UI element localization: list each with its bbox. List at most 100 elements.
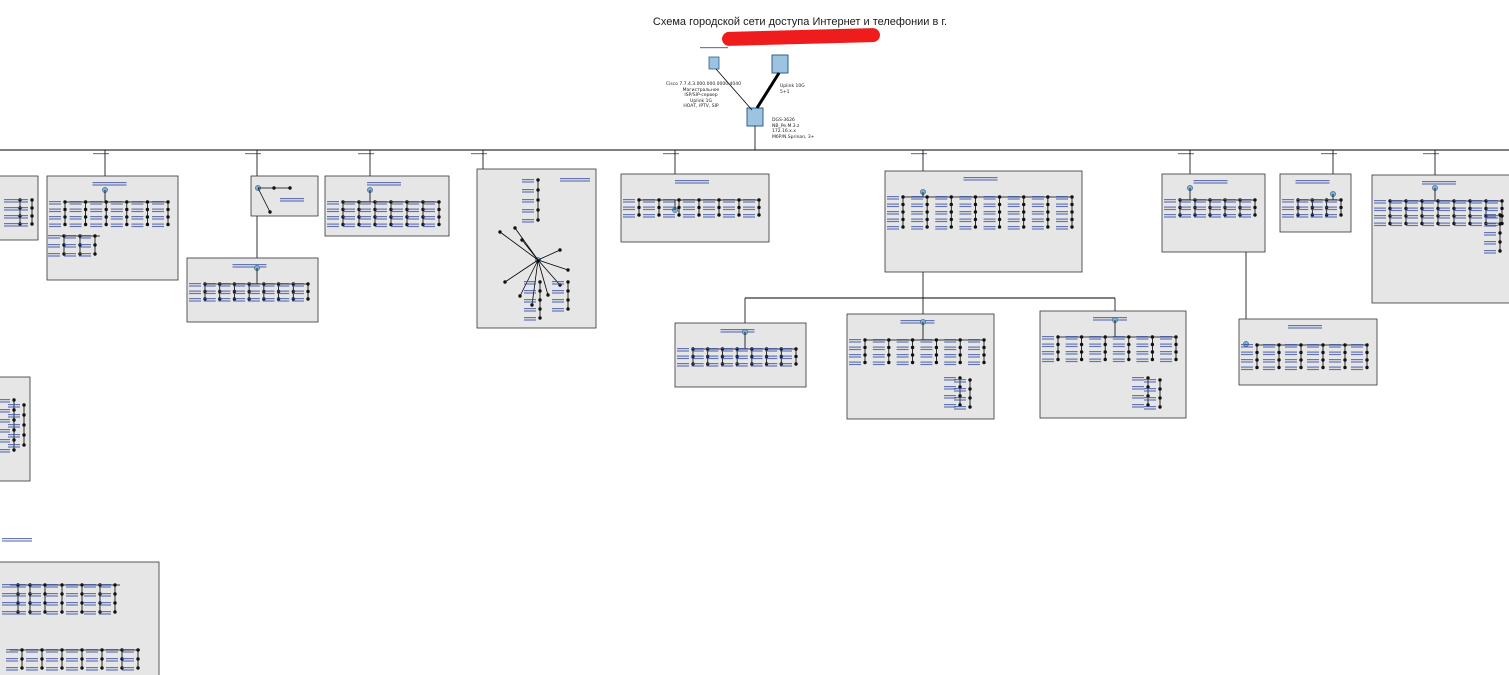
endpoint-icon <box>717 213 721 217</box>
label-text-mark <box>343 210 355 213</box>
label-text-mark <box>1406 222 1418 224</box>
label-text-mark <box>46 595 58 597</box>
label-text-mark <box>92 182 127 184</box>
label-text-mark <box>983 218 996 220</box>
label-text-mark <box>1282 206 1294 208</box>
label-text-mark <box>131 203 144 205</box>
endpoint-icon <box>1343 358 1347 362</box>
endpoint-icon <box>498 230 502 234</box>
label-text-mark <box>90 225 103 228</box>
label-text-mark <box>1484 252 1496 254</box>
label-text-mark <box>152 208 164 210</box>
endpoint-icon <box>30 222 34 226</box>
endpoint-icon <box>43 610 47 614</box>
endpoint-icon <box>1339 213 1343 217</box>
label-text-mark <box>1007 220 1020 223</box>
label-text-mark <box>280 198 304 200</box>
label-text-mark <box>1031 213 1044 215</box>
label-text-mark <box>1406 215 1418 217</box>
label-text-mark <box>691 365 704 367</box>
label-text-mark <box>691 363 704 365</box>
label-text-mark <box>1438 207 1450 209</box>
connection-line <box>537 259 549 296</box>
label-text-mark <box>79 235 91 237</box>
label-text-mark <box>359 218 371 220</box>
label-text-mark <box>1406 217 1418 219</box>
label-text-mark <box>66 604 78 606</box>
label-text-mark <box>29 593 41 595</box>
label-text-mark <box>959 198 972 200</box>
endpoint-icon <box>100 648 104 652</box>
label-text-mark <box>1325 214 1337 216</box>
label-text-mark <box>1390 217 1402 219</box>
endpoint-icon <box>1253 205 1257 210</box>
label-text-mark <box>8 434 20 436</box>
label-text-mark <box>935 228 948 230</box>
label-text-mark <box>1263 361 1275 363</box>
endpoint-icon <box>1150 335 1155 339</box>
label-text-mark <box>84 584 96 586</box>
label-text-mark <box>1329 346 1341 348</box>
label-text-mark <box>524 317 536 319</box>
label-text-mark <box>152 218 164 220</box>
label-text-mark <box>954 406 966 408</box>
endpoint-icon <box>887 338 891 342</box>
label-text-mark <box>765 363 778 365</box>
label-text-mark <box>1263 346 1275 348</box>
label-text-mark <box>706 355 719 357</box>
core-switch-label: DGS-3626 NB_Pe.M.3.z 172.16.x.x M6P/N.Sp… <box>772 118 815 140</box>
label-text-mark <box>1160 351 1172 353</box>
label-text-mark <box>723 201 735 203</box>
label-text-mark <box>944 395 956 397</box>
endpoint-icon <box>949 210 953 214</box>
label-text-mark <box>359 216 371 218</box>
label-text-mark <box>663 201 675 203</box>
label-text-mark <box>552 299 564 301</box>
label-text-mark <box>1193 180 1228 182</box>
label-text-mark <box>64 246 76 248</box>
label-text-mark <box>1093 319 1127 321</box>
label-text-mark <box>48 244 60 246</box>
endpoint-icon <box>737 205 741 210</box>
endpoint-icon <box>1046 217 1050 222</box>
endpoint-icon <box>20 666 24 670</box>
endpoint-icon <box>973 195 978 199</box>
label-text-mark <box>1224 201 1236 203</box>
endpoint-icon <box>1277 350 1281 355</box>
label-text-mark <box>849 356 861 358</box>
label-text-mark <box>46 649 58 651</box>
label-text-mark <box>90 201 103 203</box>
label-text-mark <box>122 649 134 651</box>
label-text-mark <box>735 363 748 365</box>
label-text-mark <box>522 201 534 203</box>
label-text-mark <box>86 651 98 653</box>
label-text-mark <box>79 255 91 257</box>
label-text-mark <box>1486 209 1498 212</box>
label-text-mark <box>920 356 933 358</box>
endpoint-icon <box>934 338 939 342</box>
label-text-mark <box>46 584 58 586</box>
endpoint-icon <box>538 307 542 311</box>
label-text-mark <box>1089 345 1102 348</box>
label-text-mark <box>1454 202 1466 204</box>
endpoint-icon <box>1079 342 1084 347</box>
label-text-mark <box>343 216 355 218</box>
label-text-mark <box>1422 222 1434 224</box>
label-text-mark <box>280 200 304 202</box>
label-text-mark <box>911 220 924 223</box>
label-text-mark <box>1285 351 1297 353</box>
endpoint-icon <box>536 178 540 182</box>
label-text-mark <box>663 153 679 155</box>
label-text-mark <box>0 409 10 411</box>
label-text-mark <box>1056 220 1068 223</box>
label-text-mark <box>14 586 26 588</box>
label-text-mark <box>1325 216 1337 218</box>
label-text-mark <box>896 339 909 341</box>
label-text-mark <box>1422 215 1434 217</box>
endpoint-icon <box>1146 376 1150 380</box>
label-text-mark <box>959 211 972 213</box>
endpoint-icon <box>901 195 905 199</box>
label-text-mark <box>46 658 58 660</box>
label-text-mark <box>1454 207 1466 209</box>
label-text-mark <box>152 225 164 228</box>
